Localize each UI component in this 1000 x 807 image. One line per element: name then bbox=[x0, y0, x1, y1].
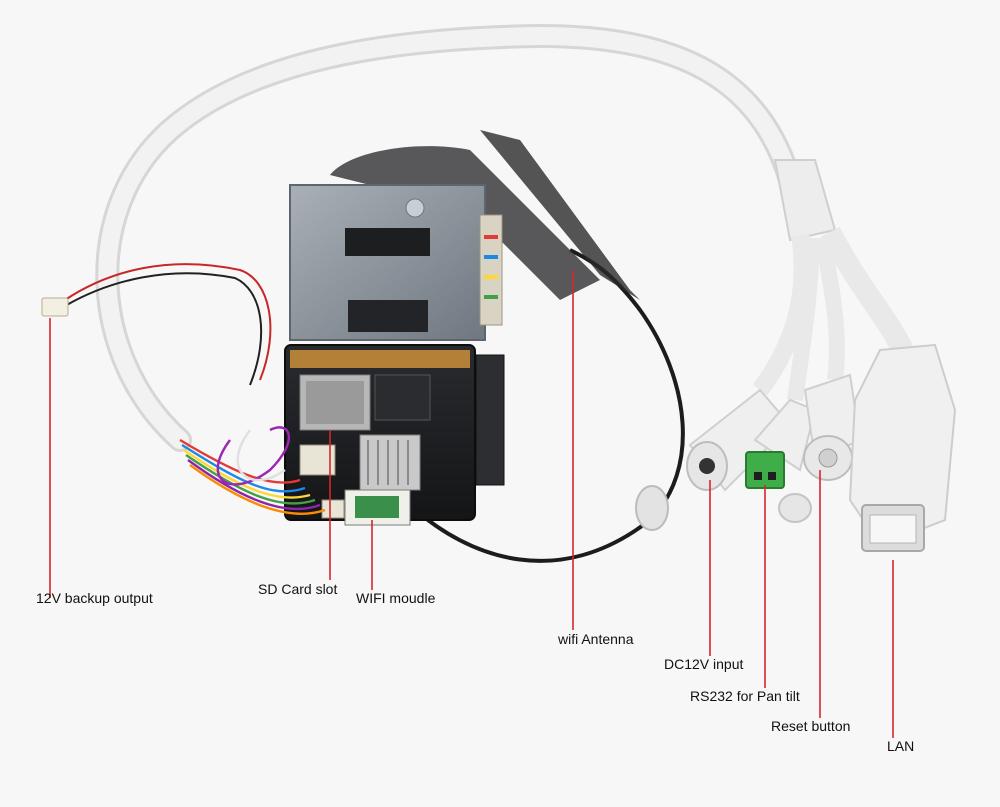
metal-camera-block bbox=[289, 184, 486, 341]
label-lan: LAN bbox=[887, 738, 915, 754]
label-dc12v-input: DC12V input bbox=[664, 656, 744, 672]
side-connectors bbox=[475, 214, 505, 486]
wire-bundle bbox=[179, 426, 326, 515]
label-reset-button: Reset button bbox=[771, 718, 851, 734]
backup-output-wire bbox=[41, 263, 272, 386]
reset-button-plug bbox=[778, 373, 862, 523]
label-rs232-pan-tilt: RS232 for Pan tilt bbox=[690, 688, 800, 704]
white-cable bbox=[95, 23, 916, 452]
label-12v-backup-output: 12V backup output bbox=[36, 590, 153, 606]
label-wifi-module: WIFI moudle bbox=[356, 590, 436, 606]
label-sd-card-slot: SD Card slot bbox=[258, 581, 338, 597]
lan-rj45-connector bbox=[848, 343, 957, 552]
leader-lines bbox=[49, 270, 894, 738]
main-pcb bbox=[284, 344, 476, 526]
label-wifi-antenna: wifi Antenna bbox=[558, 631, 634, 647]
